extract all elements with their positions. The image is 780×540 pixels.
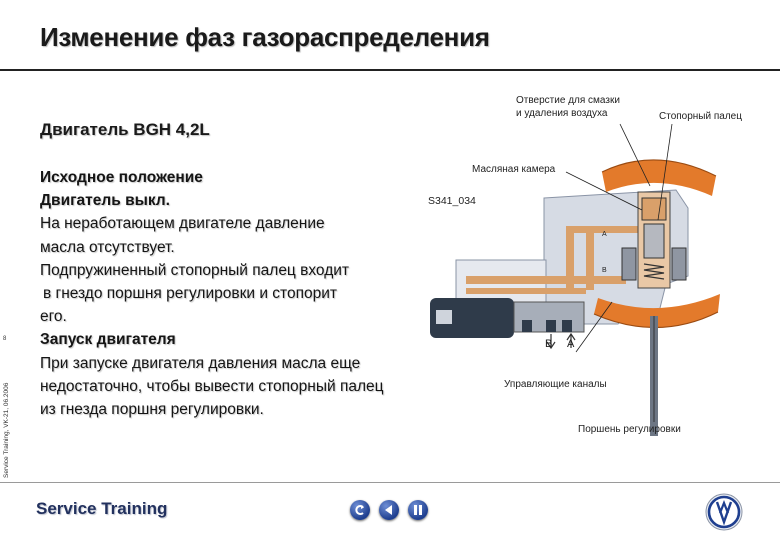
port-label-a: A: [567, 338, 575, 350]
callout-locking-pin: Стопорный палец: [659, 111, 742, 122]
footer-divider: [0, 482, 780, 483]
body-line: недостаточно, чтобы вывести стопорный па…: [40, 377, 384, 395]
figure-code: S341_034: [428, 195, 476, 207]
triangle-left-icon: [385, 505, 392, 515]
oil-chamber: [641, 197, 667, 221]
rotor-lower: [594, 294, 720, 328]
side-caption: Service Training, VK-21, 06.2006: [3, 382, 10, 478]
port-label-b: B: [545, 338, 553, 350]
back-arrow-icon: [355, 505, 364, 515]
callout-control-channels: Управляющие каналы: [504, 379, 607, 390]
page-number: 8: [3, 336, 7, 342]
brand-label: Service Training: [36, 499, 168, 518]
callout-oil-hole: Отверстие для смазки и удаления воздуха: [516, 95, 620, 119]
body-line: Подпружиненный стопорный палец входит: [40, 261, 350, 279]
oil-channel-lower: [466, 288, 586, 294]
pin-spring: [643, 263, 665, 280]
oil-channel-top: [566, 226, 640, 233]
oil-channel-vertical-2: [586, 230, 594, 290]
callout-oil-chamber: Масляная камера: [472, 164, 556, 175]
title-divider: [0, 69, 780, 71]
solenoid-connector: [436, 310, 452, 324]
seal-left: [621, 247, 637, 281]
seal-right: [671, 247, 687, 281]
body-line: Исходное положение: [40, 169, 203, 186]
body-line: При запуске двигателя давления масла еще: [40, 354, 361, 372]
body-line: из гнезда поршня регулировки.: [40, 400, 264, 418]
locking-pin: [643, 223, 665, 259]
inner-label-a: A: [602, 231, 607, 238]
pause-button[interactable]: [408, 500, 428, 520]
body-line: его.: [40, 308, 67, 326]
previous-button[interactable]: [379, 500, 399, 520]
pause-icon: [414, 505, 422, 515]
callout-piston: Поршень регулировки: [578, 424, 681, 435]
rotor-upper: [602, 159, 716, 196]
body-line: Запуск двигателя: [40, 331, 176, 349]
oil-channel-vertical-1: [566, 230, 574, 294]
body-line: На неработающем двигателе давление: [40, 215, 325, 233]
back-button[interactable]: [350, 500, 370, 520]
body-line: масла отсутствует.: [40, 238, 175, 256]
slide-title: Изменение фаз газораспределения: [40, 22, 490, 52]
camshaft-adjuster-diagram: Отверстие для смазки и удаления воздуха …: [426, 80, 780, 450]
solenoid-valve: [430, 298, 514, 338]
engine-heading: Двигатель BGH 4,2L: [40, 120, 210, 139]
inner-label-b: B: [602, 267, 607, 274]
body-line: Двигатель выкл.: [40, 192, 170, 210]
vw-logo: [705, 493, 743, 531]
body-line: в гнездо поршня регулировки и стопорит: [43, 284, 337, 302]
adjuster-illustration: [430, 123, 720, 436]
oil-channel-main: [466, 276, 626, 284]
